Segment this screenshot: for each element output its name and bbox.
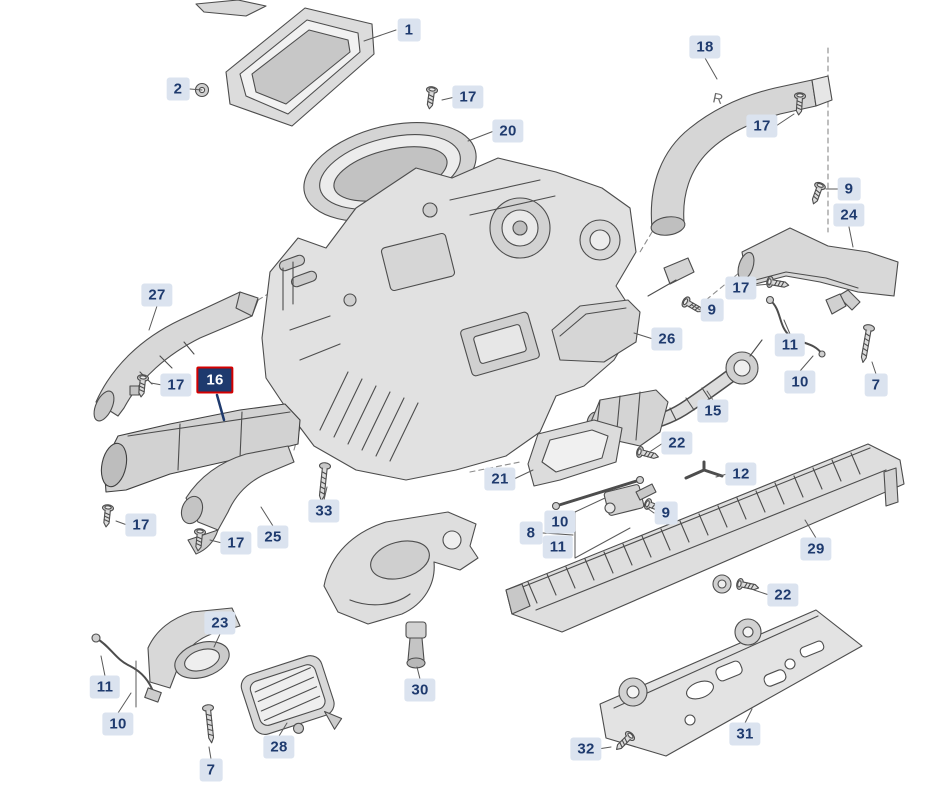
part-label-11[interactable]: 11 xyxy=(542,535,574,559)
highlight-leader-16 xyxy=(215,393,226,422)
part-18-duct: R xyxy=(650,75,833,236)
part-label-10[interactable]: 10 xyxy=(784,370,816,394)
part-30-sensor xyxy=(405,621,427,669)
part-label-24[interactable]: 24 xyxy=(833,203,865,227)
screw-17-icon xyxy=(423,85,439,111)
part-label-27[interactable]: 27 xyxy=(141,283,173,307)
part-label-17[interactable]: 17 xyxy=(725,276,757,300)
part-label-16-highlighted[interactable]: 16 xyxy=(196,366,234,394)
part-label-12[interactable]: 12 xyxy=(725,462,757,486)
part-label-11[interactable]: 11 xyxy=(774,333,806,357)
part-label-9[interactable]: 9 xyxy=(700,298,724,322)
part-label-29[interactable]: 29 xyxy=(800,537,832,561)
part-label-17[interactable]: 17 xyxy=(746,114,778,138)
part-label-9[interactable]: 9 xyxy=(837,177,861,201)
part-label-18[interactable]: 18 xyxy=(689,35,721,59)
part-label-7[interactable]: 7 xyxy=(199,758,223,782)
part-label-32[interactable]: 32 xyxy=(570,737,602,761)
part-label-2[interactable]: 2 xyxy=(166,77,190,101)
part-25-duct xyxy=(180,445,295,555)
part-label-8[interactable]: 8 xyxy=(519,521,543,545)
part-label-28[interactable]: 28 xyxy=(263,735,295,759)
part-label-17[interactable]: 17 xyxy=(452,85,484,109)
screw-7-icon xyxy=(201,703,218,744)
latch-cluster xyxy=(551,475,657,516)
part-label-7[interactable]: 7 xyxy=(864,373,888,397)
part-label-1[interactable]: 1 xyxy=(397,18,421,42)
part-label-30[interactable]: 30 xyxy=(404,678,436,702)
part-label-17[interactable]: 17 xyxy=(125,513,157,537)
part-label-21[interactable]: 21 xyxy=(484,467,516,491)
part-label-33[interactable]: 33 xyxy=(308,499,340,523)
screw-9-icon xyxy=(807,180,827,207)
duct-18-r-marking: R xyxy=(711,89,724,107)
leader-lines xyxy=(100,29,877,760)
part-29-crossmember xyxy=(505,443,905,633)
part-23-duct xyxy=(147,607,241,689)
column-cover-shell xyxy=(323,511,479,625)
part-31-panel xyxy=(599,609,863,757)
part-label-10[interactable]: 10 xyxy=(102,712,134,736)
part-label-22[interactable]: 22 xyxy=(661,431,693,455)
part-label-11[interactable]: 11 xyxy=(89,675,121,699)
part-label-31[interactable]: 31 xyxy=(729,722,761,746)
part-12-clip xyxy=(684,460,724,480)
part-26-duct xyxy=(551,257,695,363)
part-label-23[interactable]: 23 xyxy=(204,611,236,635)
part-16-duct-highlighted xyxy=(100,403,301,493)
part-label-26[interactable]: 26 xyxy=(651,327,683,351)
part-27-duct xyxy=(93,291,259,422)
part-label-17[interactable]: 17 xyxy=(160,373,192,397)
part-28-vent xyxy=(240,655,343,735)
screw-7-icon xyxy=(856,323,876,364)
part-1-tray xyxy=(195,0,375,127)
screw-33-icon xyxy=(315,461,332,502)
part-label-17[interactable]: 17 xyxy=(220,531,252,555)
screw-22-icon xyxy=(634,445,661,463)
main-housing xyxy=(261,157,639,481)
screw-17-icon xyxy=(99,503,115,529)
part-21-housing xyxy=(527,389,669,487)
part-label-15[interactable]: 15 xyxy=(697,399,729,423)
cable-cluster-right xyxy=(765,293,847,358)
part-label-10[interactable]: 10 xyxy=(544,510,576,534)
cable-cluster-left xyxy=(91,633,162,703)
part-label-22[interactable]: 22 xyxy=(767,583,799,607)
part-label-25[interactable]: 25 xyxy=(257,525,289,549)
part-24-duct xyxy=(737,227,899,311)
part-label-9[interactable]: 9 xyxy=(654,501,678,525)
part-label-20[interactable]: 20 xyxy=(492,119,524,143)
